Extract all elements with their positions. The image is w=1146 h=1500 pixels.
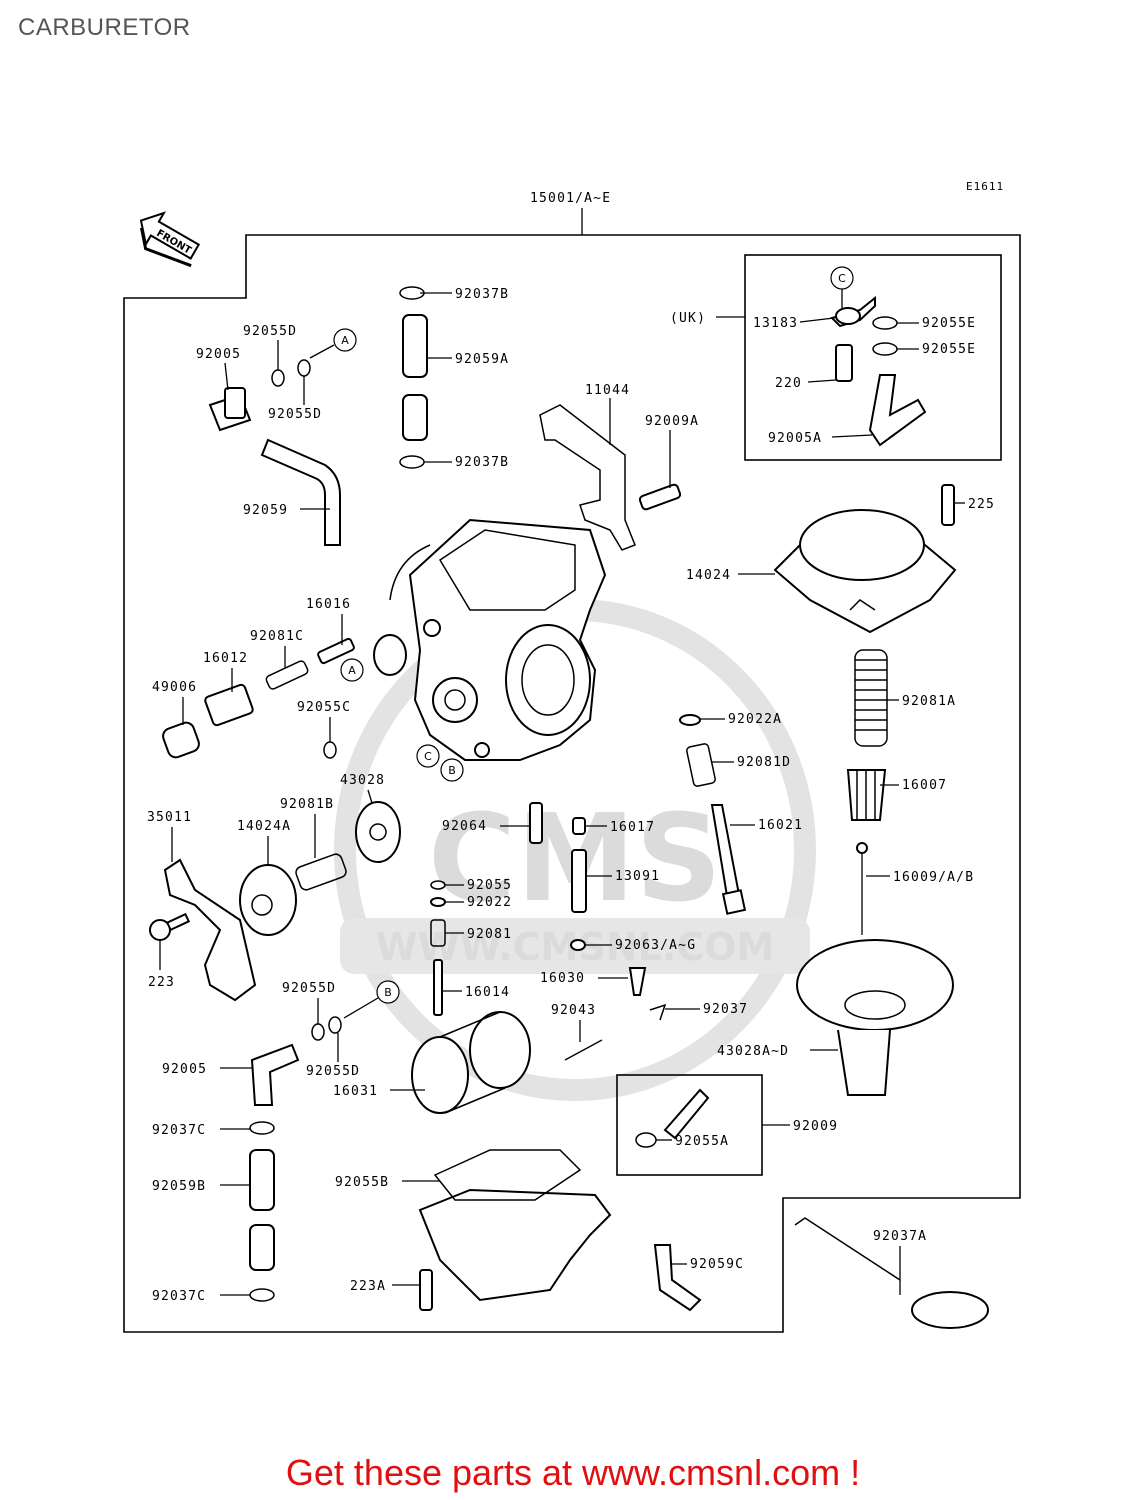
part-label: 92009A — [645, 414, 699, 429]
part-label: 43028 — [340, 773, 385, 788]
part-label: 92055D — [243, 324, 297, 339]
part-label: 92055C — [297, 700, 351, 715]
part-label: 92081B — [280, 797, 334, 812]
part-label: 16012 — [203, 651, 248, 666]
callout-a-top: A — [333, 328, 357, 352]
part-label: 92064 — [442, 819, 487, 834]
part-label: 92037B — [455, 287, 509, 302]
part-label: 92081D — [737, 755, 791, 770]
part-label: 92055A — [675, 1134, 729, 1149]
part-label: 92005 — [196, 347, 241, 362]
svg-text:B: B — [448, 764, 456, 777]
svg-text:A: A — [348, 664, 356, 677]
part-label: 16021 — [758, 818, 803, 833]
callout-a-body: A — [340, 658, 364, 682]
part-label: 225 — [968, 497, 995, 512]
part-label: 16014 — [465, 985, 510, 1000]
part-label: 92081A — [902, 694, 956, 709]
jet-16021 — [710, 804, 747, 915]
callout-c-body: C — [416, 744, 440, 768]
part-label: 92022 — [467, 895, 512, 910]
part-label: 11044 — [585, 383, 630, 398]
spring-92081a — [854, 649, 888, 747]
part-label: 43028A~D — [717, 1044, 789, 1059]
part-label: 92009 — [793, 1119, 838, 1134]
assembly-frame — [123, 234, 1021, 1333]
svg-text:C: C — [838, 272, 846, 285]
uk-box — [744, 254, 1002, 461]
part-label: 92059A — [455, 352, 509, 367]
svg-text:B: B — [384, 986, 392, 999]
uk-box-label: (UK) — [670, 311, 706, 326]
part-label: 92055D — [306, 1064, 360, 1079]
part-label: 92055E — [922, 316, 976, 331]
part-label: 14024 — [686, 568, 731, 583]
footer-link-text[interactable]: Get these parts at www.cmsnl.com ! — [285, 1452, 861, 1493]
part-label: 92037C — [152, 1289, 206, 1304]
part-label: 92059B — [152, 1179, 206, 1194]
part-label: 92043 — [551, 1003, 596, 1018]
part-label: 92037C — [152, 1123, 206, 1138]
part-label: 92022A — [728, 712, 782, 727]
part-label: 14024A — [237, 819, 291, 834]
callout-b-lower: B — [376, 980, 400, 1004]
carburetor-body — [389, 518, 607, 761]
part-label: 16031 — [333, 1084, 378, 1099]
part-label: 92055D — [268, 407, 322, 422]
cover-14024a — [239, 864, 297, 936]
part-label: 92037B — [455, 455, 509, 470]
part-label: 49006 — [152, 680, 197, 695]
cap-49006 — [162, 721, 200, 759]
part-label: 16009/A/B — [893, 870, 974, 885]
part-label: 92005 — [162, 1062, 207, 1077]
bracket-35011 — [163, 858, 257, 1002]
part-label: 35011 — [147, 810, 192, 825]
part-label: 92055D — [282, 981, 336, 996]
part-label: 92059C — [690, 1257, 744, 1272]
part-label: 92063/A~G — [615, 938, 696, 953]
part-label: 16007 — [902, 778, 947, 793]
part-label: 92055E — [922, 342, 976, 357]
svg-text:A: A — [341, 334, 349, 347]
part-label: 220 — [775, 376, 802, 391]
part-labels: 92037B 92059A 92037B 92055D 92005 92055D… — [147, 287, 995, 1304]
bracket-11044 — [539, 404, 636, 551]
front-arrow-icon: FRONT — [139, 211, 201, 268]
diaphragm-slide — [796, 939, 954, 1096]
part-label: 223A — [350, 1279, 386, 1294]
svg-text:C: C — [424, 750, 432, 763]
part-label: 92055B — [335, 1175, 389, 1190]
diagram-code: E1611 — [966, 180, 1004, 193]
callout-c-uk: C — [830, 266, 854, 290]
part-label: 223 — [148, 975, 175, 990]
assembly-label: 15001/A~E — [530, 191, 611, 206]
part-label: 92055 — [467, 878, 512, 893]
part-label: 92037A — [873, 1229, 927, 1244]
choke-16031 — [411, 1011, 531, 1114]
part-label: 16017 — [610, 820, 655, 835]
part-label: 16030 — [540, 971, 585, 986]
part-label: 92081C — [250, 629, 304, 644]
part-label: 92037 — [703, 1002, 748, 1017]
part-label: 92005A — [768, 431, 822, 446]
part-label: 13091 — [615, 869, 660, 884]
callout-b-body: B — [440, 758, 464, 782]
top-cover — [773, 509, 957, 634]
part-label: 13183 — [753, 316, 798, 331]
part-label: 92059 — [243, 503, 288, 518]
part-label: 92081 — [467, 927, 512, 942]
float-bowl — [418, 1149, 612, 1302]
page-title: CARBURETOR — [18, 14, 191, 41]
part-label: 16016 — [306, 597, 351, 612]
diaphragm-43028 — [355, 801, 401, 863]
needle-holder-16007 — [846, 769, 887, 821]
